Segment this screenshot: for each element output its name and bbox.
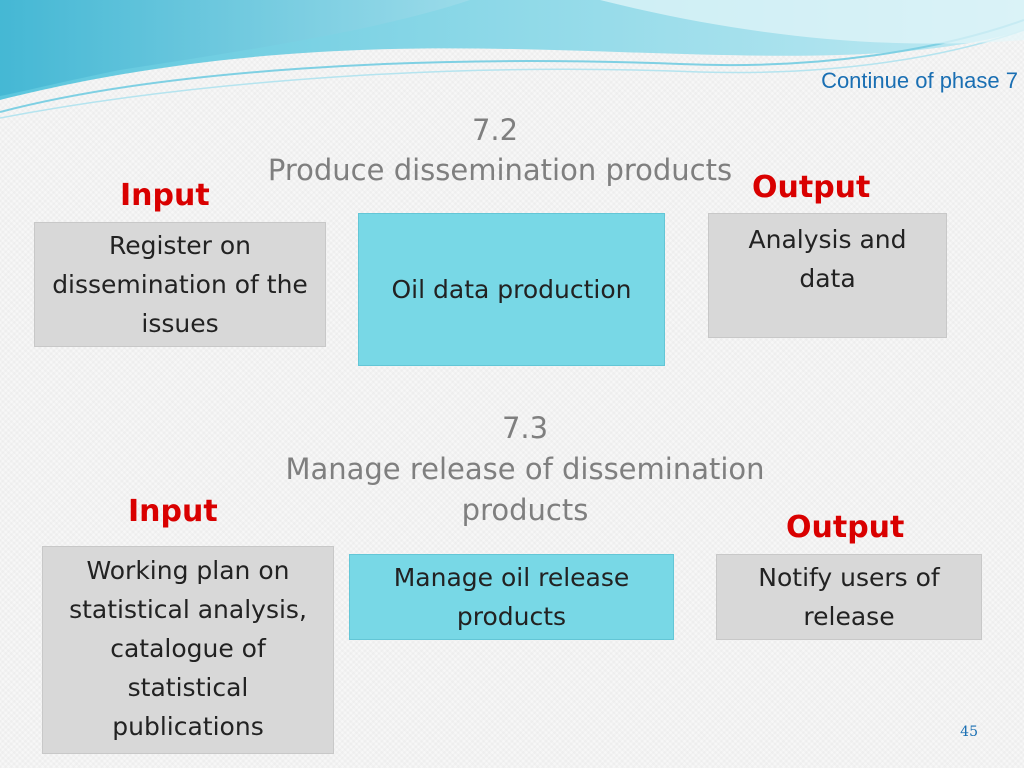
section-7-2-output-label: Output: [752, 170, 871, 205]
section-7-3-output-box: Notify users of release: [716, 554, 982, 640]
section-7-2-title: Produce dissemination products: [267, 153, 733, 187]
section-7-3-output-text: Notify users of release: [758, 563, 940, 631]
header-wave-decoration: [0, 0, 1024, 119]
section-7-3-title-line1: Manage release of dissemination: [285, 452, 765, 486]
page-number: 45: [960, 724, 978, 740]
section-7-3-process-box: Manage oil release products: [349, 554, 674, 640]
section-7-3-output-label: Output: [786, 510, 905, 545]
section-7-3-input-label: Input: [128, 494, 218, 529]
section-7-3-title-line2: products: [461, 493, 589, 527]
section-7-2-output-box: Analysis and data: [708, 213, 947, 338]
section-7-3-input-text: Working plan on statistical analysis, ca…: [69, 556, 307, 741]
section-7-3-input-box: Working plan on statistical analysis, ca…: [42, 546, 334, 754]
section-7-2-input-label: Input: [120, 178, 210, 213]
section-7-2-number: 7.2: [471, 113, 519, 147]
phase-note: Continue of phase 7: [821, 68, 1018, 93]
section-7-2-process-box: Oil data production: [358, 213, 665, 366]
section-7-3-number: 7.3: [501, 411, 549, 445]
section-7-2-input-box: Register on dissemination of the issues: [34, 222, 326, 347]
section-7-2-process-text: Oil data production: [391, 275, 632, 304]
section-7-3-process-text: Manage oil release products: [393, 563, 630, 631]
section-7-2-input-text: Register on dissemination of the issues: [52, 231, 308, 338]
section-7-2-output-text: Analysis and data: [748, 225, 907, 293]
